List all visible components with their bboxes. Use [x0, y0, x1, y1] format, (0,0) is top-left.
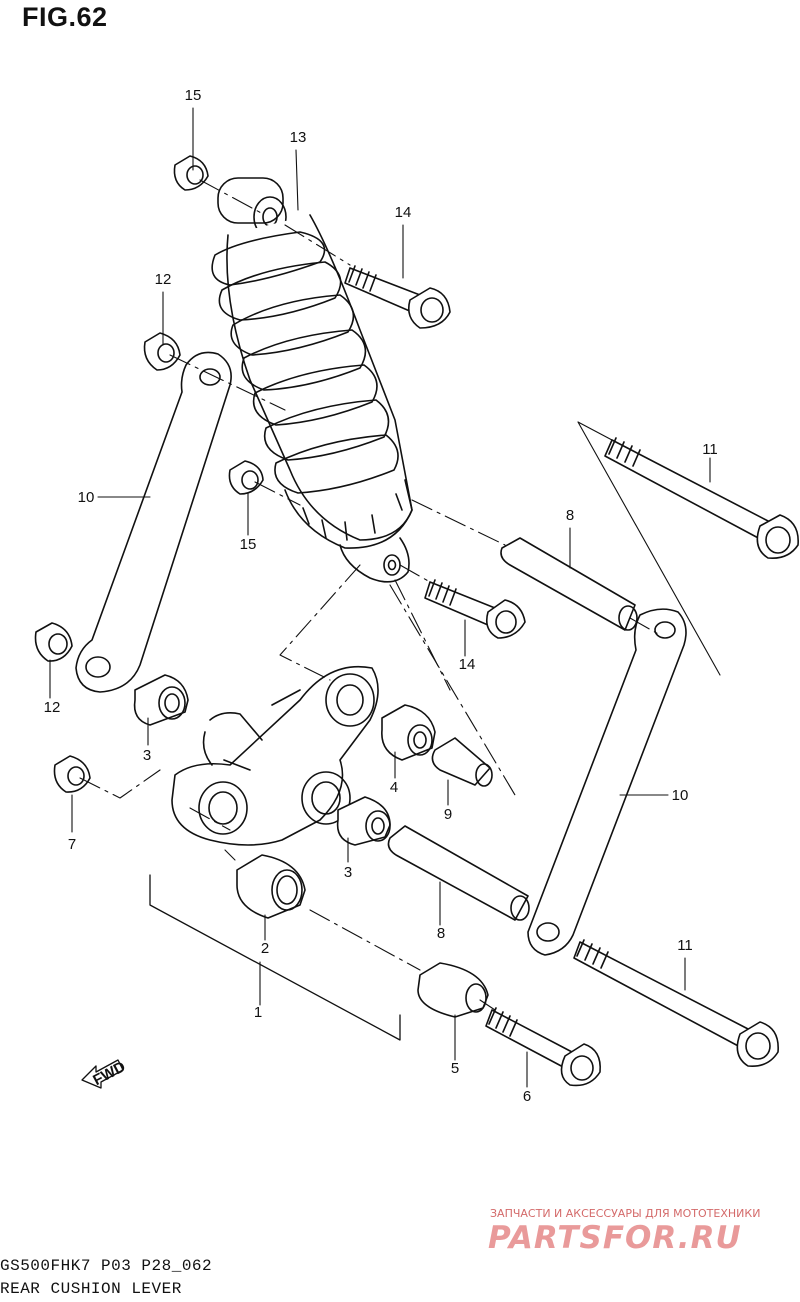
shock-absorber: [211, 177, 413, 583]
spacer-8-top: [500, 537, 638, 631]
callout-7: 7: [68, 836, 76, 853]
callout-10-right: 10: [672, 787, 689, 804]
bolt-11-bottom: [573, 939, 779, 1068]
fwd-arrow-icon: [81, 1059, 124, 1089]
nut-7: [53, 755, 91, 793]
callout-11-bottom: 11: [677, 937, 693, 954]
callout-6: 6: [523, 1088, 531, 1105]
callout-1: 1: [254, 1004, 262, 1021]
guide-line-11: [577, 421, 721, 676]
figure-title: FIG.62: [22, 2, 108, 32]
link-rod-right: [527, 608, 687, 956]
callout-9: 9: [444, 806, 452, 823]
callout-2: 2: [261, 940, 269, 957]
bolt-14-bottom: [424, 579, 526, 639]
assembly-axes: [79, 179, 661, 1011]
bolt-14-top: [344, 265, 451, 329]
callout-3-left: 3: [143, 747, 151, 764]
link-rod-left: [75, 351, 232, 693]
bush-4: [381, 704, 436, 761]
callout-3-right: 3: [344, 864, 352, 881]
bush-3-left: [133, 674, 189, 726]
fwd-label: FWD: [90, 1058, 128, 1089]
callout-11-top: 11: [702, 441, 718, 458]
leader-lines: [49, 107, 711, 1088]
figure-caption: REAR CUSHION LEVER: [0, 1280, 182, 1298]
nut-12-top: [143, 332, 181, 371]
callout-15-mid: 15: [240, 536, 257, 553]
watermark-brand: PARTSFOR.RU: [488, 1220, 742, 1256]
cushion-lever: [171, 665, 379, 846]
callout-13: 13: [290, 129, 307, 146]
nut-15-mid: [228, 460, 264, 495]
bearing-2: [236, 854, 306, 919]
spacer-9: [431, 737, 493, 787]
callout-4: 4: [390, 779, 398, 796]
assembly-bracket: [149, 874, 401, 1041]
figure-code: GS500FHK7 P03 P28_062: [0, 1257, 213, 1275]
callout-8-top: 8: [566, 507, 574, 524]
callout-14-top: 14: [395, 204, 412, 221]
callout-12-top: 12: [155, 271, 172, 288]
bush-5: [417, 962, 489, 1018]
spacer-8-bottom: [387, 825, 530, 921]
bush-3-right: [336, 796, 391, 846]
callout-8-bottom: 8: [437, 925, 445, 942]
watermark-tagline: ЗАПЧАСТИ И АКСЕССУАРЫ ДЛЯ МОТОТЕХНИКИ: [490, 1207, 761, 1220]
callout-12-bottom: 12: [44, 699, 61, 716]
nut-12-bottom: [34, 622, 73, 662]
bolt-11-top: [604, 437, 799, 560]
callout-5: 5: [451, 1060, 459, 1077]
callout-14-bottom: 14: [459, 656, 476, 673]
callout-15-top: 15: [185, 87, 202, 104]
bolt-6: [485, 1007, 601, 1087]
callout-10-left: 10: [78, 489, 95, 506]
nut-15-top: [173, 155, 209, 191]
